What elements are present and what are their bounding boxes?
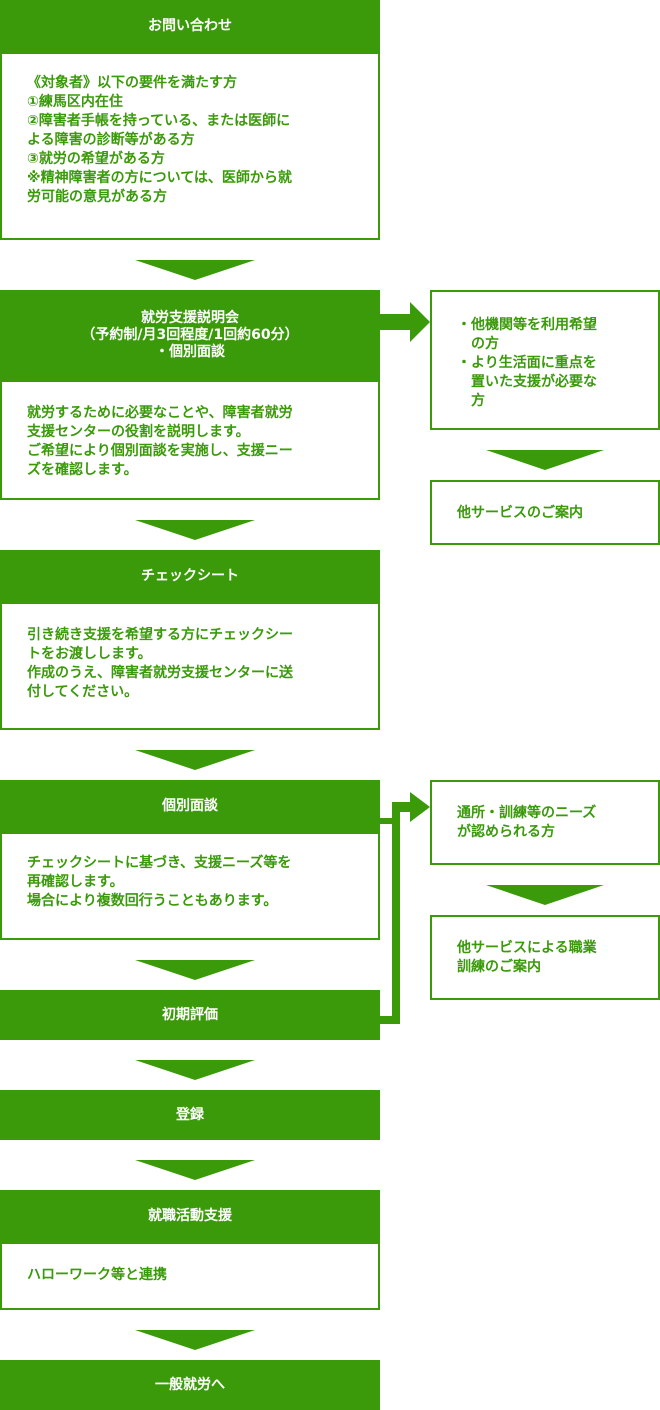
right-arrow-2-head [410, 792, 430, 822]
right-down-arrow-2 [486, 885, 604, 905]
checksheet-body: 引き続き支援を希望する方にチェックシー トをお渡しします。 作成のうえ、障害者就… [0, 602, 380, 730]
training-need-line: が認められる方 [457, 824, 555, 840]
connector-from-evaluation [380, 1016, 400, 1024]
final-header: 一般就労へ [0, 1360, 380, 1410]
job-support-header: 就職活動支援 [0, 1190, 380, 1242]
job-support-title: 就職活動支援 [148, 1207, 232, 1224]
checksheet-header: チェックシート [0, 550, 380, 602]
briefing-line: ズを確認します。 [27, 462, 138, 478]
interview-header: 個別面談 [0, 780, 380, 832]
briefing-schedule: （予約制/月3回程度/1回約60分） [81, 326, 299, 343]
interview-line: 場合により複数回行うこともあります。 [27, 893, 278, 909]
training-service-box: 他サービスによる職業 訓練のご案内 [430, 915, 660, 1000]
job-support-body: ハローワーク等と連携 [0, 1242, 380, 1310]
briefing-body: 就労するために必要なことや、障害者就労 支援センターの役割を説明します。 ご希望… [0, 380, 380, 500]
other-service-text: 他サービスのご案内 [457, 505, 583, 521]
training-need-box: 通所・訓練等のニーズ が認められる方 [430, 780, 660, 865]
inquiry-body: 《対象者》以下の要件を満たす方 ①練馬区内在住 ②障害者手帳を持っている、または… [0, 52, 380, 240]
other-org-box: 他機関等を利用希望 の方 より生活面に重点を 置いた支援が必要な 方 [430, 290, 660, 430]
training-need-line: 通所・訓練等のニーズ [457, 805, 597, 821]
inquiry-title: お問い合わせ [148, 17, 232, 34]
connector-vertical [392, 802, 400, 1024]
checksheet-title: チェックシート [141, 567, 239, 584]
registration-title: 登録 [176, 1106, 204, 1123]
interview-title: 個別面談 [162, 797, 218, 814]
down-arrow-2 [135, 520, 255, 540]
checksheet-line: 引き続き支援を希望する方にチェックシー [27, 627, 293, 643]
other-org-item-cont: の方 [471, 336, 499, 352]
registration-header: 登録 [0, 1090, 380, 1140]
down-arrow-4 [135, 960, 255, 980]
inquiry-line: 《対象者》以下の要件を満たす方 [27, 75, 237, 91]
down-arrow-1 [135, 260, 255, 280]
briefing-line: ご希望により個別面談を実施し、支援ニー [27, 443, 293, 459]
training-service-line: 訓練のご案内 [457, 959, 541, 975]
checksheet-line: 付してください。 [27, 684, 139, 700]
other-org-item: 他機関等を利用希望 [457, 316, 658, 335]
briefing-header: 就労支援説明会 （予約制/月3回程度/1回約60分） ・個別面談 [0, 290, 380, 380]
down-arrow-6 [135, 1160, 255, 1180]
inquiry-line: ①練馬区内在住 [27, 94, 123, 110]
right-arrow-2-shaft [392, 802, 410, 812]
checksheet-line: トをお渡しします。 [27, 646, 152, 662]
training-service-line: 他サービスによる職業 [457, 940, 597, 956]
briefing-line: 就労するために必要なことや、障害者就労 [27, 405, 293, 421]
down-arrow-3 [135, 750, 255, 770]
briefing-interview: ・個別面談 [155, 343, 225, 360]
other-org-item-cont: 方 [471, 393, 485, 409]
down-arrow-5 [135, 1060, 255, 1080]
right-down-arrow-1 [486, 450, 604, 470]
inquiry-line: 労可能の意見がある方 [27, 189, 167, 205]
inquiry-line: よる障害の診断等がある方 [27, 132, 195, 148]
inquiry-line: ③就労の希望がある方 [27, 151, 165, 167]
other-org-item-cont: 置いた支援が必要な [471, 374, 597, 390]
inquiry-line: ※精神障害者の方については、医師から就 [27, 170, 292, 186]
checksheet-line: 作成のうえ、障害者就労支援センターに送 [27, 665, 293, 681]
inquiry-header: お問い合わせ [0, 0, 380, 52]
briefing-line: 支援センターの役割を説明します。 [27, 424, 250, 440]
briefing-title: 就労支援説明会 [141, 309, 239, 326]
inquiry-line: ②障害者手帳を持っている、または医師に [27, 113, 291, 129]
other-service-box: 他サービスのご案内 [430, 480, 660, 545]
final-title: 一般就労へ [155, 1376, 225, 1393]
job-support-line: ハローワーク等と連携 [27, 1267, 167, 1283]
interview-body: チェックシートに基づき、支援ニーズ等を 再確認します。 場合により複数回行うこと… [0, 832, 380, 940]
other-org-item: より生活面に重点を [457, 354, 658, 373]
connector-from-interview [380, 818, 400, 824]
interview-line: 再確認します。 [27, 874, 124, 890]
right-arrow-1-shaft [380, 314, 410, 330]
evaluation-header: 初期評価 [0, 990, 380, 1040]
right-arrow-1-head [410, 302, 430, 342]
interview-line: チェックシートに基づき、支援ニーズ等を [27, 855, 292, 871]
evaluation-title: 初期評価 [162, 1006, 218, 1023]
down-arrow-7 [135, 1330, 255, 1350]
